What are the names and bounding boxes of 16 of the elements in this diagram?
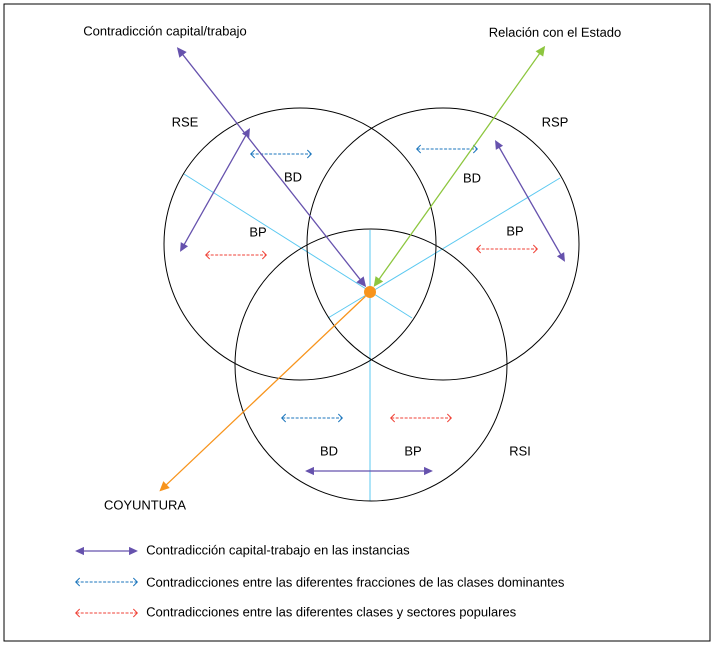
region-label: BP bbox=[250, 228, 266, 236]
region-label: BD bbox=[464, 174, 480, 182]
heading-text: Contradicción capital/trabajo bbox=[84, 26, 246, 38]
legend-text: Contradicciones entre las diferentes fracciones de las clases dominantes bbox=[146, 577, 564, 587]
center-dot bbox=[364, 286, 376, 298]
region-label: RSI bbox=[510, 446, 530, 456]
heading-text: COYUNTURA bbox=[104, 500, 186, 510]
legend-text: Contradicciones entre las diferentes clases y sectores populares bbox=[146, 606, 516, 620]
heading-text: Relación con el Estado bbox=[490, 27, 621, 37]
legend-text: Contradicción capital-trabajo en las instancias bbox=[146, 544, 410, 558]
region-label: BP bbox=[507, 226, 523, 236]
region-label: RSE bbox=[172, 117, 198, 127]
region-label: RSP bbox=[542, 117, 568, 127]
region-label: BP bbox=[405, 446, 421, 456]
region-label: BD bbox=[321, 446, 338, 456]
region-label: BD bbox=[285, 172, 302, 182]
